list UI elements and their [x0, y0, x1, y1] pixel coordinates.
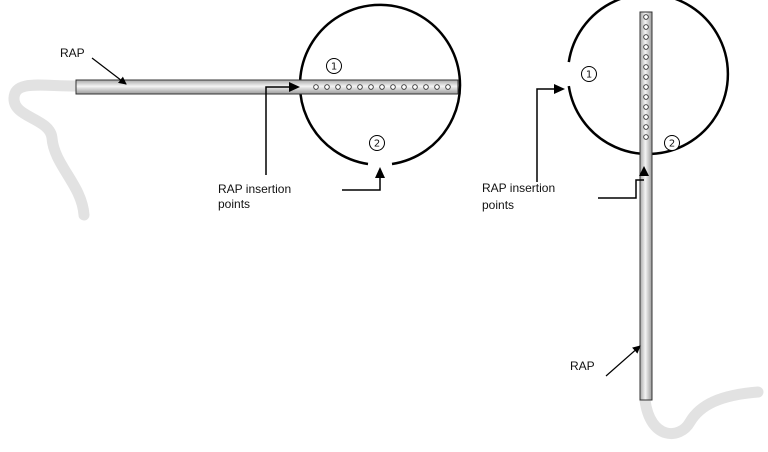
right-insertion-label-line2: points: [482, 198, 514, 212]
right-rap-holes: [643, 14, 649, 140]
right-insertion-arrow-2: [598, 179, 644, 199]
left-insertion-label-line1: RAP insertion: [218, 182, 291, 196]
right-rap-arrow: [605, 345, 641, 377]
right-insertion-arrow-1: [536, 88, 556, 182]
left-cable: [8, 79, 90, 221]
right-cable: [639, 386, 764, 439]
left-point-1-marker: [326, 58, 342, 74]
right-point-2-marker: [664, 135, 680, 151]
left-insertion-arrow-2: [342, 176, 381, 191]
right-insertion-label-line1: RAP insertion: [482, 181, 555, 195]
left-rap-label: RAP: [60, 46, 85, 60]
left-insertion-label-line2: points: [218, 197, 250, 211]
left-point-1-label: 1: [331, 62, 337, 73]
left-insertion-arrow-1: [265, 86, 291, 175]
right-point-1-marker: [581, 66, 597, 82]
left-panel: RAP 1 2 RAP insertion points: [8, 3, 462, 221]
left-vessel-ring: [298, 3, 462, 166]
right-rap-tube: [639, 11, 653, 401]
left-rap-holes: [313, 84, 451, 90]
right-point-2-label: 2: [669, 139, 675, 150]
left-rap-arrow: [91, 57, 127, 85]
right-rap-label: RAP: [570, 359, 595, 373]
left-point-2-marker: [369, 135, 385, 151]
right-vessel-ring: [567, 0, 730, 156]
right-point-1-label: 1: [586, 70, 592, 81]
left-point-2-label: 2: [374, 139, 380, 150]
right-panel: 1 2 RAP insertion points RAP: [482, 0, 764, 439]
